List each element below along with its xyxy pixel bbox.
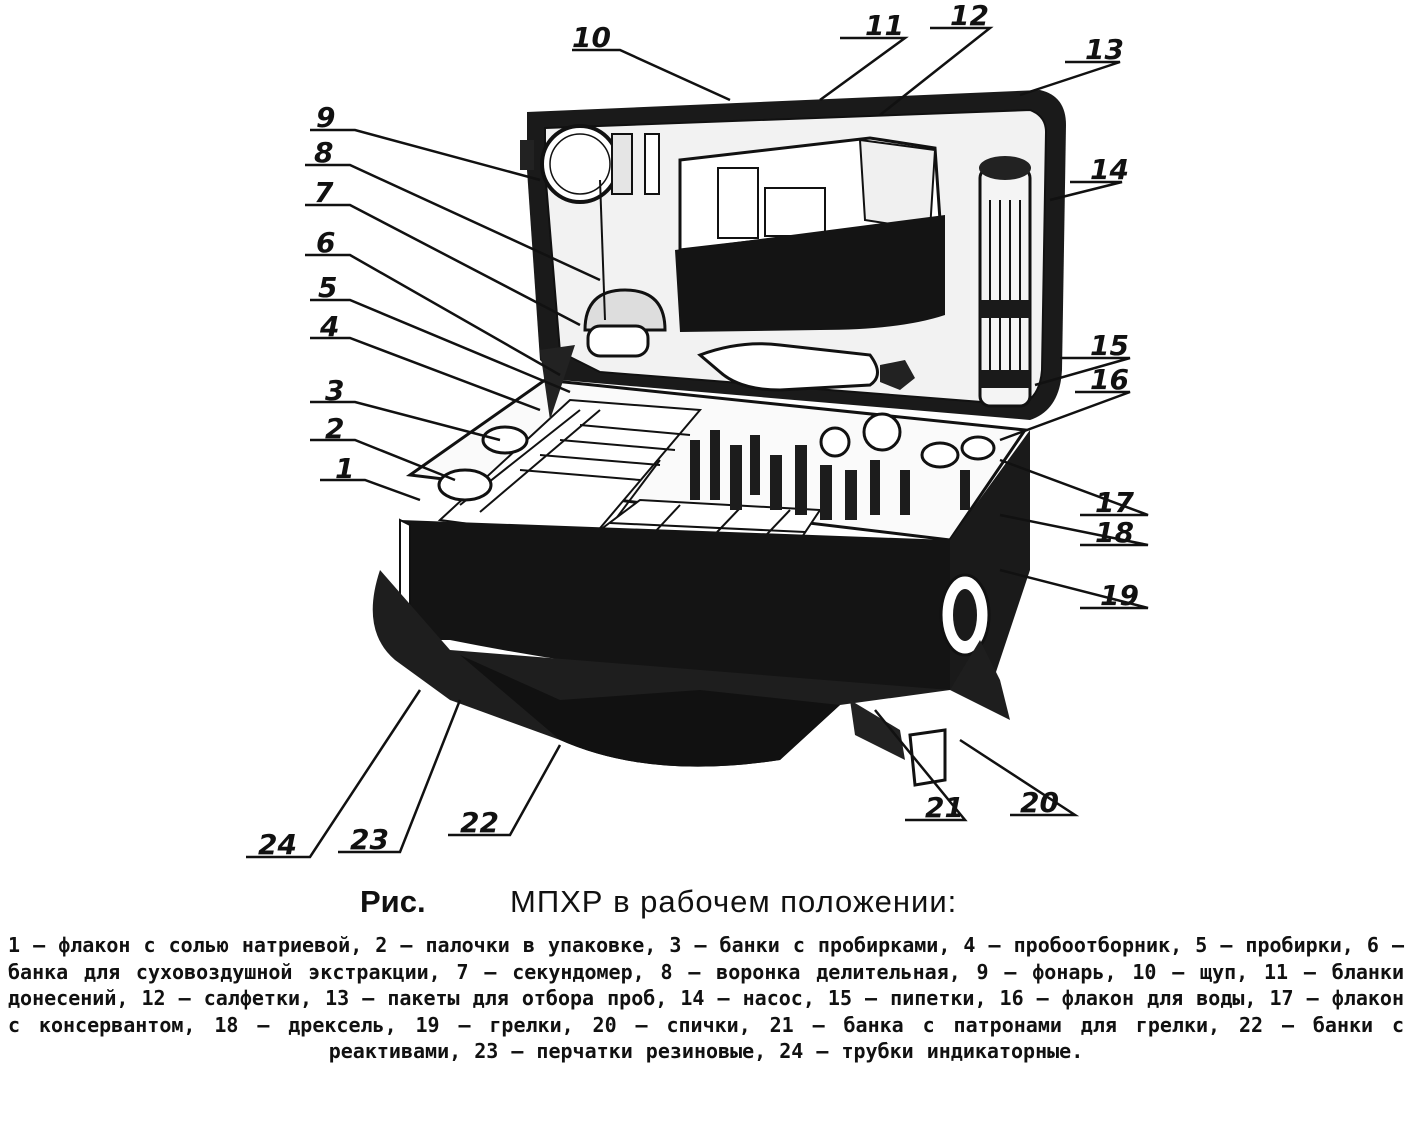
kit-illustration: 1 2 3 4 5 6 7 8 9 10 11 12 13 14 15 16 1… bbox=[246, 0, 1149, 861]
figure-prefix: Рис. bbox=[360, 884, 426, 919]
callout-numbers: 1 2 3 4 5 6 7 8 9 10 11 12 13 14 15 16 1… bbox=[258, 0, 1139, 861]
callout-16: 16 bbox=[1090, 363, 1129, 396]
callout-2: 2 bbox=[325, 412, 344, 445]
callout-leaders bbox=[246, 26, 1149, 859]
kit-drawing: 1 2 3 4 5 6 7 8 9 10 11 12 13 14 15 16 1… bbox=[246, 0, 1149, 861]
figure-title: МПХР в рабочем положении: bbox=[510, 884, 958, 919]
callout-13: 13 bbox=[1085, 33, 1124, 66]
callout-23: 23 bbox=[350, 823, 389, 856]
callout-6: 6 bbox=[316, 226, 335, 259]
callout-8: 8 bbox=[314, 136, 333, 169]
callout-17: 17 bbox=[1095, 486, 1134, 519]
callout-21: 21 bbox=[925, 791, 964, 824]
callout-3: 3 bbox=[325, 374, 344, 407]
callout-5: 5 bbox=[318, 271, 337, 304]
callout-19: 19 bbox=[1100, 579, 1139, 612]
callout-4: 4 bbox=[319, 310, 339, 343]
callout-9: 9 bbox=[316, 101, 335, 134]
figure-caption: Рис. МПХР в рабочем положении: bbox=[0, 884, 1421, 928]
callout-20: 20 bbox=[1020, 786, 1059, 819]
callout-12: 12 bbox=[950, 0, 989, 32]
callout-22: 22 bbox=[460, 806, 499, 839]
callout-14: 14 bbox=[1090, 153, 1129, 186]
callout-1: 1 bbox=[335, 452, 354, 485]
figure-legend: 1 — флакон с солью натриевой, 2 — палочк… bbox=[8, 933, 1404, 1064]
case-lid bbox=[520, 90, 1066, 420]
callout-15: 15 bbox=[1090, 329, 1129, 362]
callout-18: 18 bbox=[1095, 516, 1134, 549]
callout-10: 10 bbox=[572, 21, 611, 54]
callout-11: 11 bbox=[865, 9, 904, 42]
callout-24: 24 bbox=[258, 828, 297, 861]
callout-7: 7 bbox=[314, 176, 334, 209]
